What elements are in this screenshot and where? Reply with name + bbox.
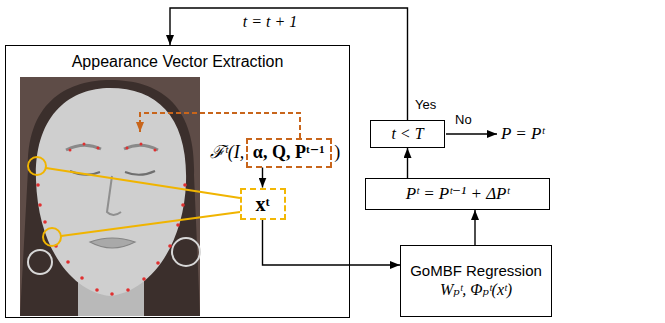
loop-label: t = t + 1 — [240, 12, 300, 31]
condition-text: t < T — [391, 124, 423, 143]
landmark-highlight — [43, 228, 61, 246]
branch-label: No — [455, 112, 472, 128]
sampling-line — [61, 212, 240, 236]
parameter-box: α, Q, Pᵗ⁻¹ — [246, 138, 332, 168]
update-box: Pᵗ = Pᵗ⁻¹ + ΔPᵗ — [365, 178, 550, 210]
sampling-line — [46, 168, 240, 198]
formula-text: ℱᵗ(I, — [210, 142, 245, 164]
landmark-highlight — [28, 157, 46, 175]
formula-text: ) — [334, 142, 340, 164]
module-frame: α, Q, Pᵗ⁻¹ xᵗ Appearance Vector Extraction — [5, 45, 350, 318]
flow-arrow — [263, 220, 401, 266]
landmark-dots — [36, 143, 187, 296]
condition-box: t < T — [370, 120, 445, 148]
output-formula: P = Pᵗ — [501, 124, 544, 144]
exit-arrow — [446, 133, 497, 134]
vector-symbol: xᵗ — [255, 192, 269, 216]
face-model — [36, 88, 186, 296]
eyebrows — [66, 145, 158, 150]
nose — [107, 176, 121, 215]
mouth — [90, 238, 135, 248]
earring — [172, 238, 200, 266]
frame-title: Appearance Vector Extraction — [72, 52, 284, 71]
flow-arrow — [474, 210, 475, 245]
process-formula: Wₚᵗ, Φₚᵗ(xᵗ) — [440, 280, 512, 299]
flow-arrow — [262, 168, 263, 188]
connector-group — [170, 8, 475, 265]
earring — [28, 250, 52, 274]
regression-box: GoMBF RegressionWₚᵗ, Φₚᵗ(xᵗ) — [400, 245, 552, 317]
flow-arrow — [407, 148, 408, 178]
feature-vector-box: xᵗ — [240, 188, 286, 220]
branch-label: Yes — [415, 97, 436, 113]
parameter-arrow — [140, 113, 300, 138]
parameter-text: α, Q, Pᵗ⁻¹ — [253, 142, 325, 164]
process-title: GoMBF Regression — [410, 262, 542, 280]
update-formula: Pᵗ = Pᵗ⁻¹ + ΔPᵗ — [406, 184, 510, 204]
hair — [20, 80, 200, 316]
